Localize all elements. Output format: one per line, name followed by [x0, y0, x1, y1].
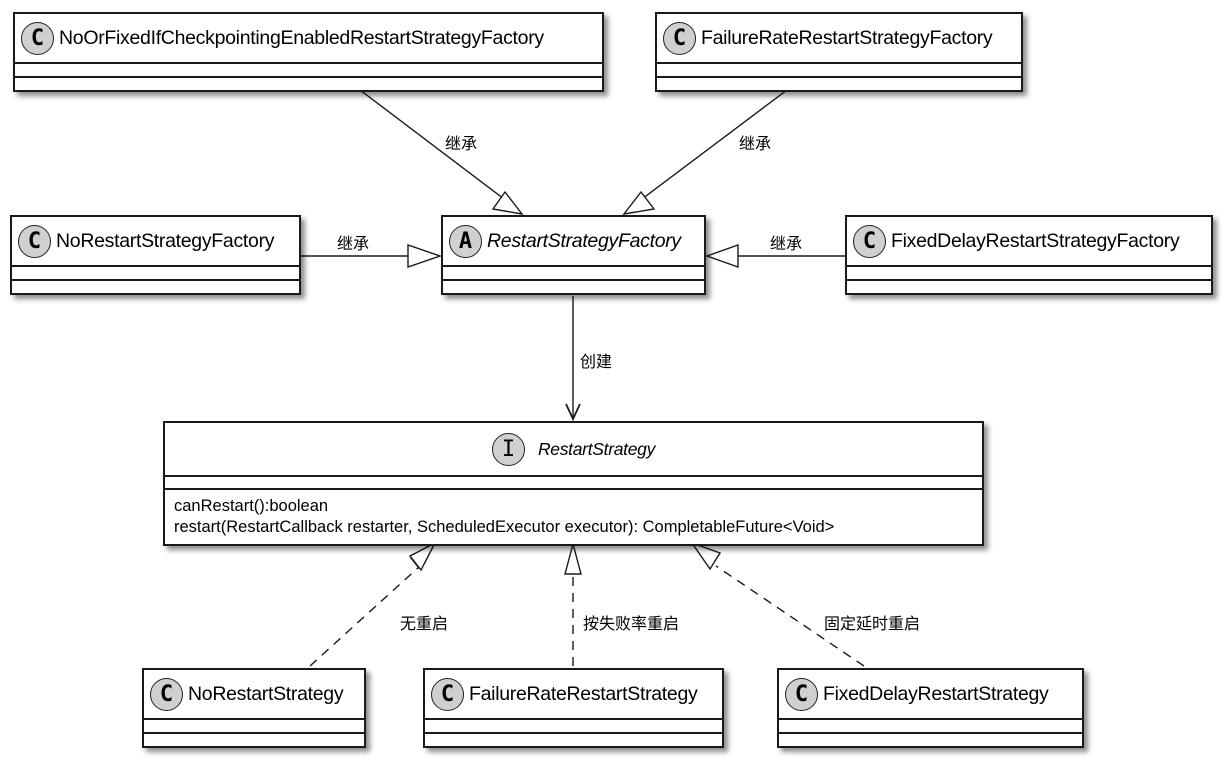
divider	[144, 732, 364, 734]
methods-section	[657, 78, 1021, 90]
fields-section	[144, 720, 364, 732]
class-stereotype-icon: C	[663, 21, 696, 55]
class-header: C NoRestartStrategyFactory	[12, 217, 299, 265]
fields-section	[165, 477, 982, 488]
edge-label-no-restart: 无重启	[400, 614, 449, 633]
class-no-or-fixed-factory[interactable]: C NoOrFixedIfCheckpointingEnabledRestart…	[13, 12, 604, 92]
abstract-stereotype-icon: A	[449, 224, 482, 258]
class-header: A RestartStrategyFactory	[443, 217, 704, 265]
class-stereotype-icon: C	[18, 224, 51, 258]
class-stereotype-icon: C	[785, 677, 818, 711]
divider	[144, 718, 364, 720]
edge-label-failure-rate: 按失败率重启	[583, 614, 680, 633]
edge-noorfixed-to-factory	[359, 89, 513, 206]
fields-section	[12, 267, 299, 279]
divider	[15, 62, 602, 64]
fields-section	[847, 267, 1211, 279]
method-restart: restart(RestartCallback restarter, Sched…	[174, 518, 835, 536]
fields-section	[15, 64, 602, 76]
edge-no-restart-realization	[309, 565, 421, 667]
methods-section	[12, 281, 299, 293]
methods-section	[15, 78, 602, 90]
interface-restart-strategy[interactable]: I RestartStrategy canRestart():boolean r…	[163, 421, 984, 546]
class-no-restart-factory[interactable]: C NoRestartStrategyFactory	[10, 215, 301, 295]
edge-label-create: 创建	[580, 352, 613, 371]
class-name: NoOrFixedIfCheckpointingEnabledRestartSt…	[59, 26, 544, 49]
fields-section	[657, 64, 1021, 76]
divider	[443, 279, 704, 281]
fields-section	[779, 720, 1082, 732]
edge-fixed-delay-realization	[715, 565, 865, 667]
divider	[657, 62, 1021, 64]
class-failure-rate-strategy[interactable]: C FailureRateRestartStrategy	[423, 668, 724, 748]
divider	[443, 265, 704, 267]
class-stereotype-icon: C	[150, 677, 183, 711]
divider	[425, 732, 722, 734]
class-header: C FailureRateRestartStrategy	[425, 670, 722, 718]
class-header: C FixedDelayRestartStrategyFactory	[847, 217, 1211, 265]
divider	[165, 488, 982, 490]
edge-label-fixed-delay: 固定延时重启	[824, 614, 921, 633]
class-stereotype-icon: C	[853, 224, 886, 258]
class-header: I RestartStrategy	[165, 423, 982, 475]
realization-arrowhead	[408, 541, 437, 572]
edge-label-inherit: 继承	[739, 134, 772, 153]
realization-arrowhead	[690, 541, 722, 571]
methods-section	[779, 734, 1082, 746]
inheritance-arrowhead	[622, 190, 656, 215]
edge-failurerate-factory-to-factory	[633, 89, 788, 206]
fields-section	[425, 720, 722, 732]
class-header: C FailureRateRestartStrategyFactory	[657, 14, 1021, 62]
class-name: FailureRateRestartStrategy	[469, 682, 698, 705]
divider	[165, 475, 982, 477]
class-header: C NoRestartStrategy	[144, 670, 364, 718]
class-fixed-delay-strategy[interactable]: C FixedDelayRestartStrategy	[777, 668, 1084, 748]
class-name: FixedDelayRestartStrategyFactory	[891, 229, 1180, 252]
divider	[779, 718, 1082, 720]
edge-label-inherit: 继承	[770, 234, 803, 253]
divider	[779, 732, 1082, 734]
divider	[12, 265, 299, 267]
class-header: C NoOrFixedIfCheckpointingEnabledRestart…	[15, 14, 602, 62]
class-name: FixedDelayRestartStrategy	[823, 682, 1049, 705]
realization-arrowhead	[564, 541, 582, 575]
inheritance-arrowhead	[491, 190, 524, 215]
class-name: NoRestartStrategyFactory	[56, 229, 275, 252]
association-arrowhead	[565, 403, 581, 422]
class-name: RestartStrategyFactory	[487, 229, 681, 252]
divider	[847, 279, 1211, 281]
class-name: FailureRateRestartStrategyFactory	[701, 26, 993, 49]
edge-label-inherit: 继承	[337, 234, 370, 253]
class-no-restart-strategy[interactable]: C NoRestartStrategy	[142, 668, 366, 748]
class-name: NoRestartStrategy	[188, 682, 344, 705]
divider	[15, 76, 602, 78]
methods-section	[443, 281, 704, 293]
class-restart-strategy-factory[interactable]: A RestartStrategyFactory	[441, 215, 706, 295]
divider	[425, 718, 722, 720]
inheritance-arrowhead	[407, 244, 443, 268]
methods-section	[847, 281, 1211, 293]
class-fixed-delay-factory[interactable]: C FixedDelayRestartStrategyFactory	[845, 215, 1213, 295]
class-failure-rate-factory[interactable]: C FailureRateRestartStrategyFactory	[655, 12, 1023, 92]
class-header: C FixedDelayRestartStrategy	[779, 670, 1082, 718]
class-stereotype-icon: C	[431, 677, 464, 711]
method-can-restart: canRestart():boolean	[174, 497, 329, 515]
methods-section	[144, 734, 364, 746]
fields-section	[443, 267, 704, 279]
methods-section: canRestart():boolean restart(RestartCall…	[165, 490, 982, 544]
class-name: RestartStrategy	[537, 438, 656, 459]
methods-section	[425, 734, 722, 746]
inheritance-arrowhead	[704, 244, 739, 268]
class-stereotype-icon: C	[21, 21, 54, 55]
divider	[847, 265, 1211, 267]
divider	[657, 76, 1021, 78]
divider	[12, 279, 299, 281]
interface-stereotype-icon: I	[491, 432, 525, 466]
edge-label-inherit: 继承	[445, 134, 478, 153]
